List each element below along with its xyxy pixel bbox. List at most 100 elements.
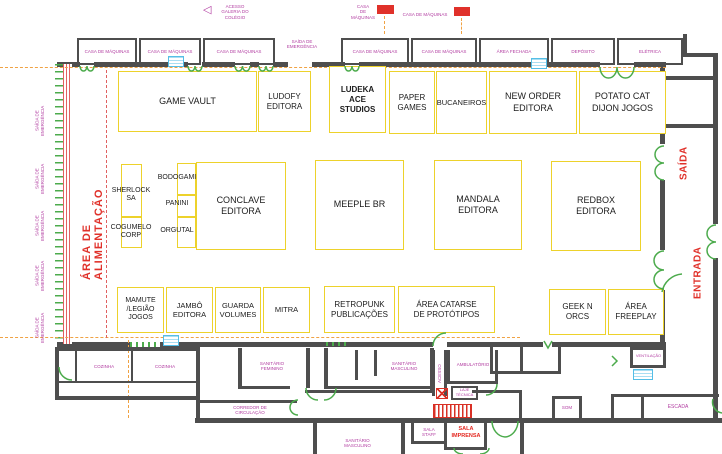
booth-orgutal-label: ORGUTAL xyxy=(160,227,194,235)
wall xyxy=(411,441,445,444)
booth-geek-n-orcs: GEEK N ORCS xyxy=(549,289,606,335)
wall xyxy=(238,386,290,389)
machine-room-tag: CASA DE MÁQUINAS xyxy=(350,3,375,20)
booth-ludeka-ace-studios: LUDEKA ACE STUDIOS xyxy=(329,66,386,133)
water-point-marker xyxy=(163,335,179,346)
tie-line xyxy=(461,18,462,34)
wall xyxy=(75,350,77,381)
boundary-dashed-line xyxy=(0,337,520,338)
male-restroom-label: SANITÁRIO MASCULINO xyxy=(390,360,418,371)
wall xyxy=(611,394,614,420)
wall xyxy=(484,421,487,450)
wall xyxy=(641,394,644,420)
wall xyxy=(552,342,666,347)
wall xyxy=(359,62,600,67)
wall xyxy=(313,421,317,454)
wall xyxy=(660,180,665,250)
wall xyxy=(490,347,493,374)
wall xyxy=(273,62,288,67)
wall xyxy=(306,348,310,388)
wall xyxy=(713,258,718,420)
booth-sherlock-sa-label: SHERLOCK SA xyxy=(111,186,151,202)
booth-meeple-br: MEEPLE BR xyxy=(315,160,404,250)
wall xyxy=(495,350,498,384)
water-point-marker xyxy=(531,58,547,69)
wall xyxy=(713,53,718,78)
wall xyxy=(558,347,561,374)
wall xyxy=(312,62,345,67)
water-point-marker xyxy=(633,369,653,380)
booth-panini-label: PANINI xyxy=(165,200,189,208)
sound-room-label: SOM xyxy=(561,405,573,411)
wall xyxy=(238,348,242,388)
wall xyxy=(411,421,414,444)
access-arrow-icon: ◁ xyxy=(203,4,212,16)
booth-bodogami-box xyxy=(177,163,196,195)
wall xyxy=(324,386,432,389)
wall xyxy=(520,347,523,374)
wall xyxy=(444,421,447,450)
booth-area-freeplay: ÁREA FREEPLAY xyxy=(608,289,664,335)
wall xyxy=(160,342,433,347)
booth-game-vault: GAME VAULT xyxy=(118,71,257,132)
ventilation-label: VENTILAÇÃO xyxy=(635,353,662,359)
machine-room-tag-2: CASA DE MÁQUINAS xyxy=(402,12,448,18)
wall xyxy=(579,396,582,420)
access-gallery-label: ACESSO GALERIA DO COLÉGIO xyxy=(221,3,249,20)
wall xyxy=(630,365,666,368)
wall xyxy=(444,350,447,396)
wall xyxy=(94,62,188,67)
wall xyxy=(250,62,259,67)
wall xyxy=(355,350,358,380)
booth-sherlock-sa-box xyxy=(121,164,142,217)
booth-paper-games: PAPER GAMES xyxy=(389,71,435,134)
equipment-marker xyxy=(454,7,470,16)
press-room-label: SALA IMPRENSA xyxy=(451,426,481,439)
booth-cogumelo-corp-label: COGUMELO CORP xyxy=(110,223,152,239)
wall xyxy=(57,342,130,347)
water-point-marker xyxy=(168,56,184,67)
emergency-exit-doors xyxy=(55,64,63,344)
booth-bucaneiros: BUCANEIROS xyxy=(436,71,487,134)
wall xyxy=(666,124,714,128)
female-restroom-label: SANITÁRIO FEMININO xyxy=(259,360,285,371)
wall xyxy=(55,347,59,400)
booth-bodogami-label: BODOGAMI xyxy=(157,174,197,182)
booth-redbox-editora: REDBOX EDITORA xyxy=(551,161,641,251)
kitchen-label: COZINHA xyxy=(93,364,115,370)
booth-mamute-legiao-jogos: MAMUTE /LEGIÃO JOGOS xyxy=(117,287,164,333)
booth-orgutal-box xyxy=(177,217,196,248)
male-restroom-lower-label: SANITÁRIO MASCULINO xyxy=(344,437,371,448)
booth-guarda-volumes: GUARDA VOLUMES xyxy=(215,287,261,333)
wall xyxy=(552,396,555,420)
wall xyxy=(55,396,200,400)
wall xyxy=(663,347,666,368)
wall xyxy=(685,53,715,57)
wall xyxy=(713,76,718,224)
wall xyxy=(444,447,487,450)
wall xyxy=(683,34,687,57)
wall xyxy=(401,421,405,454)
stairs-hatch xyxy=(433,404,472,418)
booth-cogumelo-corp-box xyxy=(121,217,142,248)
door-ticks xyxy=(130,342,160,347)
booth-mandala-editora: MANDALA EDITORA xyxy=(434,160,522,250)
wall xyxy=(195,418,722,423)
wall xyxy=(447,342,543,347)
booth-panini-box xyxy=(177,195,196,217)
staff-room-label: SALA STAFF xyxy=(422,426,436,437)
emergency-wall-hatch xyxy=(63,64,72,344)
wall xyxy=(305,390,433,393)
booth-new-order-editora: NEW ORDER EDITORA xyxy=(489,71,577,134)
technical-slab-box: LAJE TÉCNICA xyxy=(451,386,478,400)
wall xyxy=(324,348,328,388)
emergency-exit-top-label: SAÍDA DE EMERGÊNCIA xyxy=(286,38,318,49)
booth-ludofy-editora: LUDOFY EDITORA xyxy=(258,71,311,132)
wall xyxy=(490,371,561,374)
wall xyxy=(634,62,666,67)
wall xyxy=(59,381,196,383)
booth-retropunk-publicacoes: RETROPUNK PUBLICAÇÕES xyxy=(324,286,395,333)
wall xyxy=(630,347,666,350)
wall xyxy=(520,420,524,454)
